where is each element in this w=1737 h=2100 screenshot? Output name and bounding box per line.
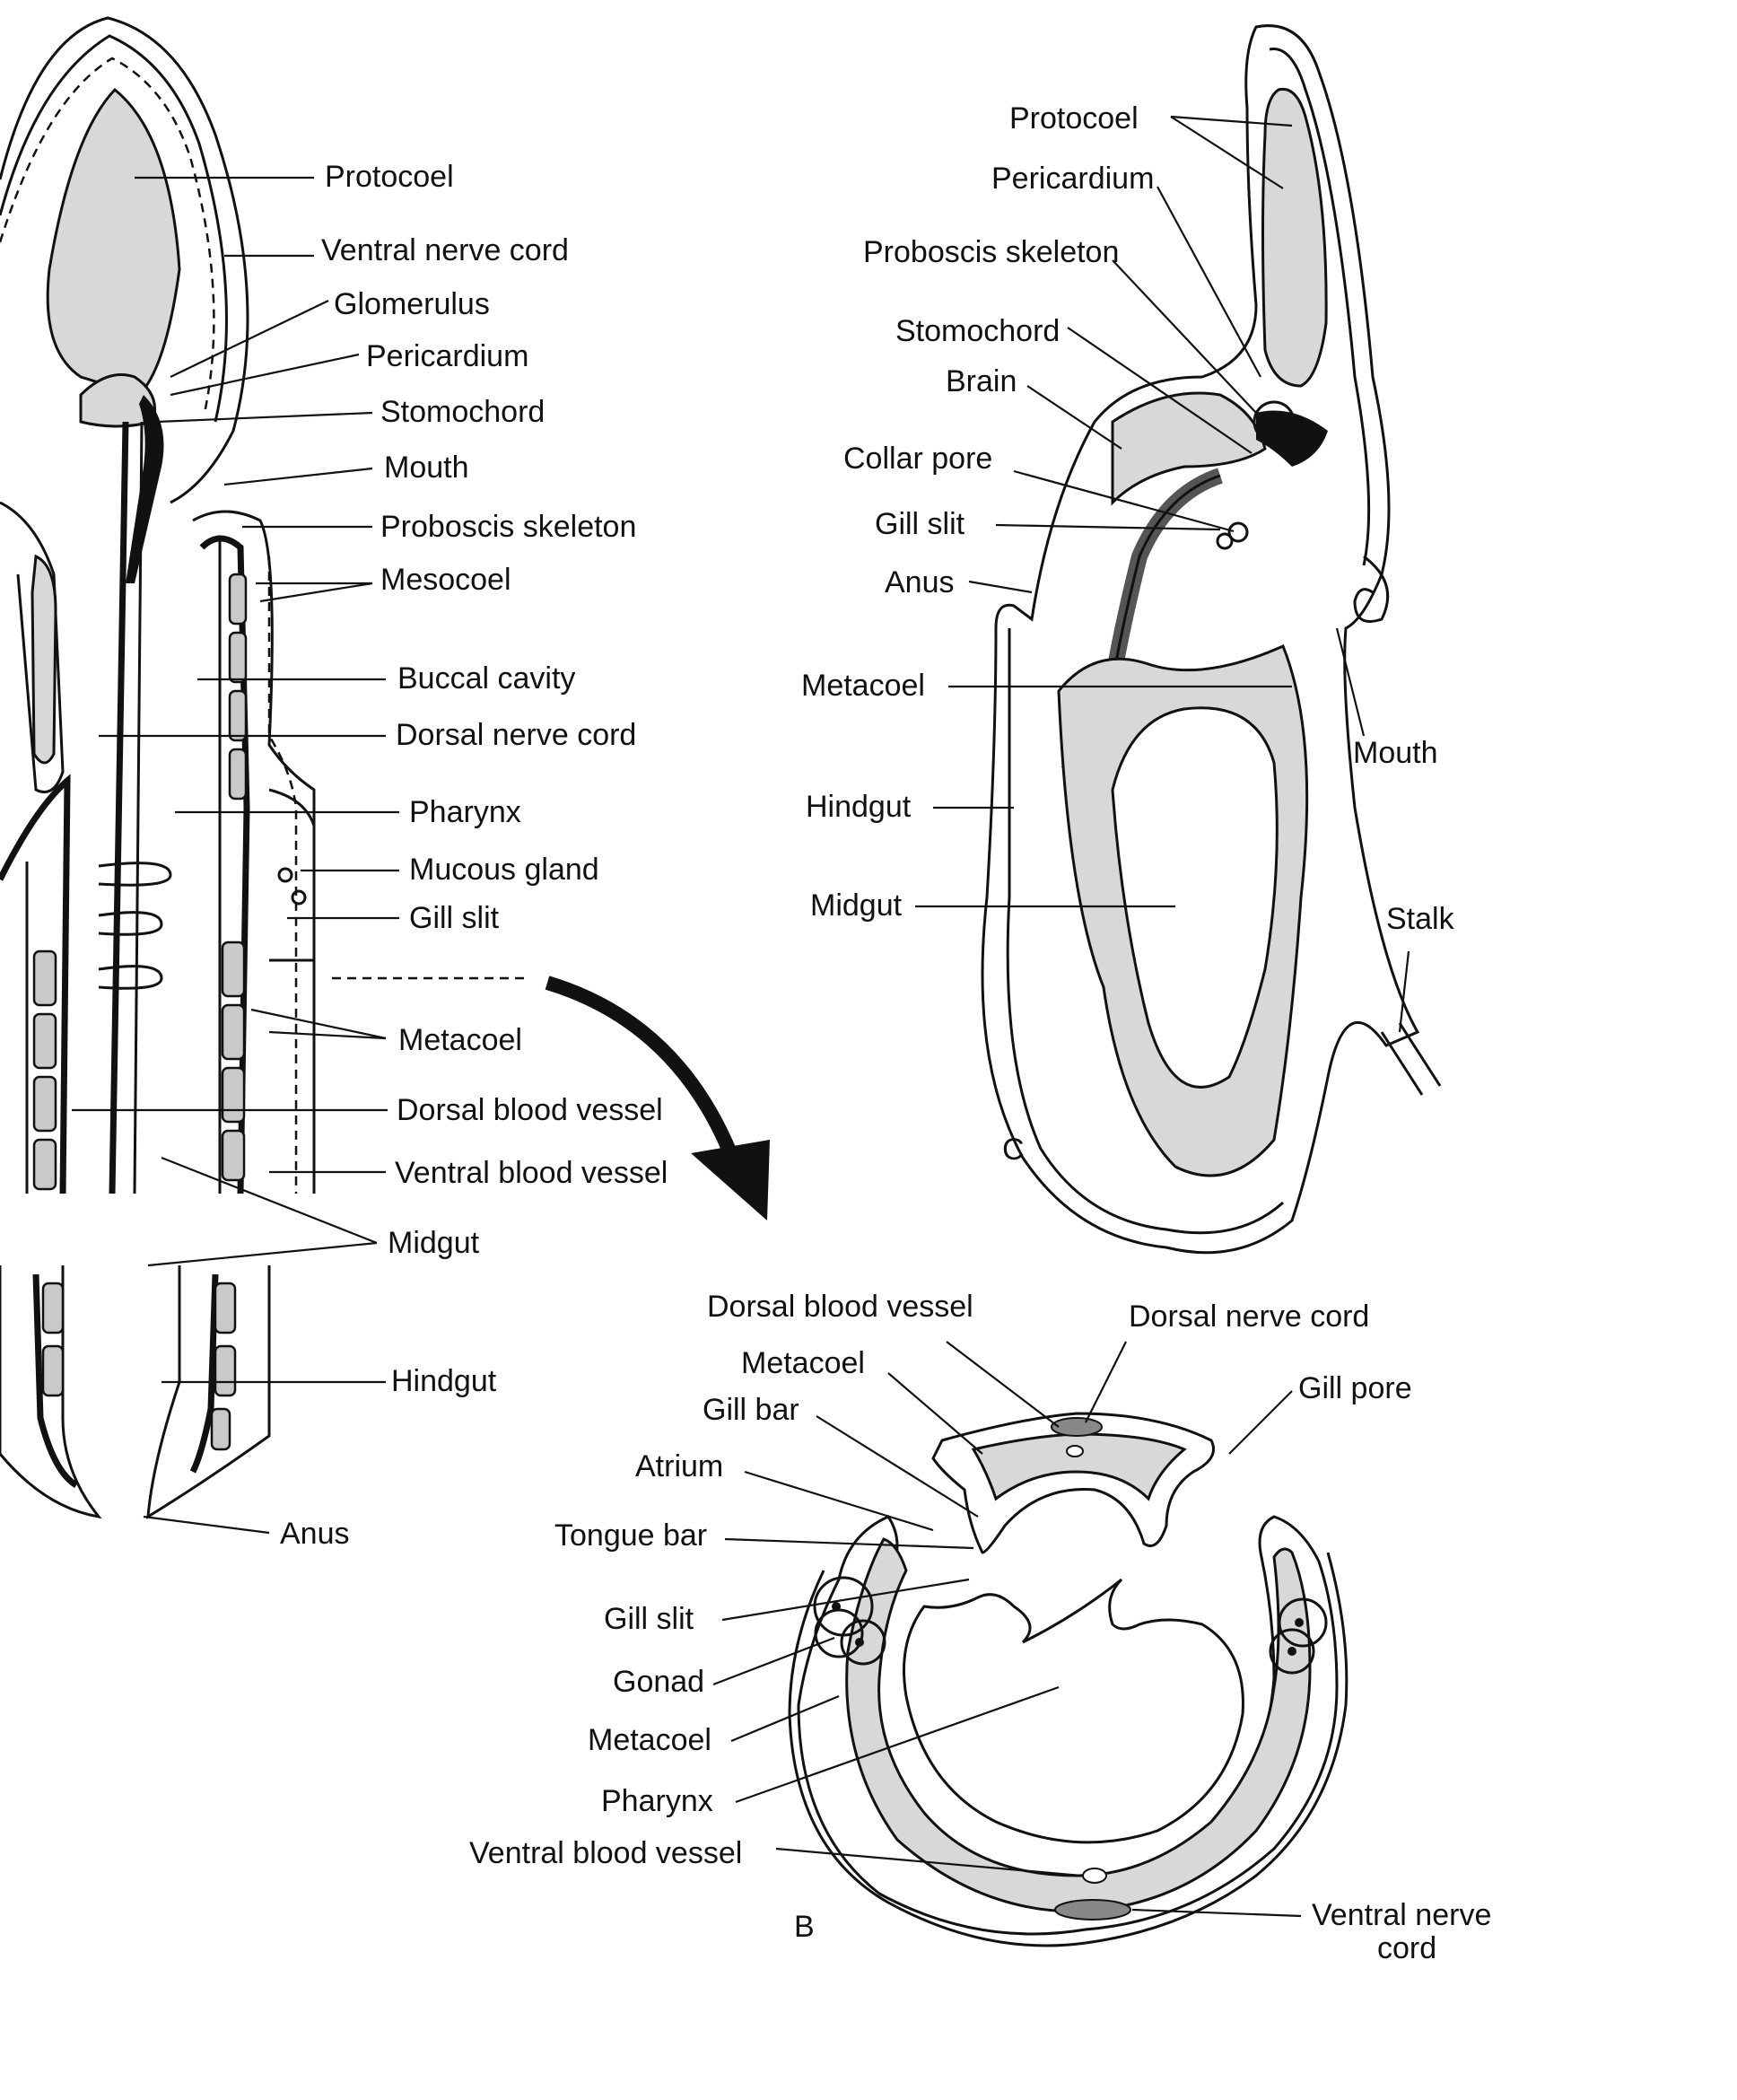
label-c-protocoel: Protocoel <box>1009 101 1139 136</box>
label-c-gill-slit: Gill slit <box>875 507 965 541</box>
label-c-metacoel: Metacoel <box>801 669 925 703</box>
label-b-gill-bar: Gill bar <box>703 1393 799 1427</box>
panel-c-leaders <box>915 115 1410 1033</box>
label-b-tongue-bar: Tongue bar <box>554 1518 707 1553</box>
label-c-midgut: Midgut <box>810 888 903 923</box>
label-b-ventral-nerve-cord-line2: cord <box>1377 1931 1436 1965</box>
protocoel-cavity <box>46 87 181 397</box>
label-c-mouth: Mouth <box>1353 736 1438 770</box>
label-a-pharynx: Pharynx <box>409 795 521 829</box>
label-a-mouth: Mouth <box>384 451 469 485</box>
label-b-gill-pore: Gill pore <box>1298 1371 1412 1405</box>
label-b-gill-slit: Gill slit <box>604 1602 694 1636</box>
label-b-atrium: Atrium <box>635 1449 723 1483</box>
label-a-proboscis-skeleton: Proboscis skeleton <box>380 510 636 544</box>
panel-b-leaders <box>712 1341 1302 1918</box>
panel-a-leaders <box>72 176 399 1535</box>
panel-b-labels: Dorsal blood vessel Dorsal nerve cord Me… <box>469 1290 1491 1965</box>
label-a-mesocoel: Mesocoel <box>380 563 511 597</box>
label-a-metacoel: Metacoel <box>398 1023 522 1057</box>
label-a-glomerulus: Glomerulus <box>334 287 490 321</box>
label-a-midgut: Midgut <box>388 1226 480 1260</box>
label-b-dorsal-nerve-cord: Dorsal nerve cord <box>1129 1299 1369 1334</box>
panel-b-drawing <box>788 1412 1349 1947</box>
label-b-ventral-blood-vessel: Ventral blood vessel <box>469 1836 742 1870</box>
label-a-protocoel: Protocoel <box>325 160 454 194</box>
label-a-stomochord: Stomochord <box>380 395 545 429</box>
label-c-hindgut: Hindgut <box>806 790 912 824</box>
label-c-stomochord: Stomochord <box>895 314 1060 348</box>
label-a-dorsal-nerve-cord: Dorsal nerve cord <box>396 718 636 752</box>
label-a-dorsal-blood-vessel: Dorsal blood vessel <box>397 1093 663 1127</box>
b-metacoel-ring <box>845 1537 1312 1913</box>
label-c-pericardium: Pericardium <box>991 162 1154 196</box>
label-b-letter: B <box>794 1910 815 1944</box>
label-b-metacoel: Metacoel <box>588 1723 711 1757</box>
label-c-proboscis-skeleton: Proboscis skeleton <box>863 235 1119 269</box>
label-c-collar-pore: Collar pore <box>843 442 992 476</box>
panel-c-labels: Protocoel Pericardium Proboscis skeleton… <box>801 101 1455 1167</box>
label-a-anus: Anus <box>280 1517 350 1551</box>
label-b-metacoel-top: Metacoel <box>741 1346 865 1380</box>
label-b-ventral-nerve-cord-line1: Ventral nerve <box>1312 1898 1491 1932</box>
label-a-buccal-cavity: Buccal cavity <box>397 661 575 696</box>
label-b-pharynx: Pharynx <box>601 1784 713 1818</box>
label-c-anus: Anus <box>885 565 955 599</box>
c-protocoel <box>1261 87 1328 388</box>
label-c-stalk: Stalk <box>1386 902 1455 936</box>
label-a-ventral-blood-vessel: Ventral blood vessel <box>395 1156 668 1190</box>
panel-a-labels: Protocoel Ventral nerve cord Glomerulus … <box>280 160 668 1551</box>
panel-a-drawing <box>0 16 770 1519</box>
label-a-hindgut: Hindgut <box>391 1364 497 1398</box>
label-a-pericardium: Pericardium <box>366 339 528 373</box>
label-b-dorsal-blood-vessel: Dorsal blood vessel <box>707 1290 973 1324</box>
panel-c-drawing <box>981 24 1442 1255</box>
label-a-gill-slit: Gill slit <box>409 901 500 935</box>
label-c-letter: C <box>1002 1133 1025 1167</box>
label-a-mucous-gland: Mucous gland <box>409 853 599 887</box>
label-c-brain: Brain <box>946 364 1017 398</box>
label-a-ventral-nerve-cord: Ventral nerve cord <box>321 233 569 267</box>
label-b-gonad: Gonad <box>613 1665 704 1699</box>
